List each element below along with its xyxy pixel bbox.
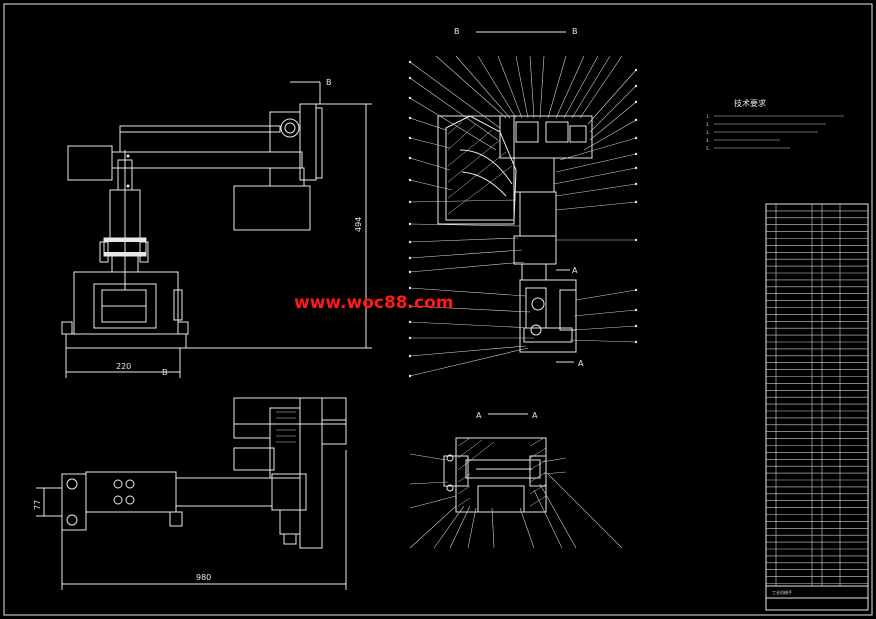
- tech-req-item-3: 3.: [706, 130, 710, 135]
- tech-requirement-lines: 1. 2. 3. 4. 5.: [706, 114, 844, 151]
- tech-requirements-title: 技术要求: [734, 98, 766, 108]
- parts-list-table: [765, 203, 869, 611]
- dim-980: 980: [196, 573, 211, 582]
- tech-req-item-1: 1.: [706, 114, 710, 119]
- title-block: 工业机械手: [772, 589, 792, 595]
- tech-req-item-2: 2.: [706, 122, 710, 127]
- watermark-text: www.woc88.com: [294, 293, 454, 313]
- tech-requirements: 技术要求 1. 2. 3. 4. 5.: [706, 98, 844, 151]
- dim-77: 77: [33, 500, 42, 510]
- front-view: B 494 220 B: [61, 78, 372, 378]
- drawing-frame: [3, 3, 873, 616]
- dim-220: 220: [116, 362, 131, 371]
- arrow-a-upper-label: A: [572, 266, 578, 275]
- title-block-name: 工业机械手: [772, 589, 792, 595]
- top-view: 980 77: [33, 397, 347, 590]
- tech-req-item-5: 5.: [706, 146, 710, 151]
- section-aa-right-label: A: [532, 411, 538, 420]
- section-aa-left-label: A: [476, 411, 482, 420]
- section-bb-view: B B A A: [408, 27, 638, 378]
- section-bb-right-label: B: [572, 27, 578, 36]
- section-aa-view: A A: [409, 411, 623, 549]
- tech-req-item-4: 4.: [706, 138, 710, 143]
- section-bb-left-label: B: [454, 27, 460, 36]
- view-b-top-label: B: [326, 78, 332, 87]
- arrow-a-lower-label: A: [578, 359, 584, 368]
- view-b-bottom-label: B: [162, 368, 168, 377]
- dim-494: 494: [354, 217, 363, 232]
